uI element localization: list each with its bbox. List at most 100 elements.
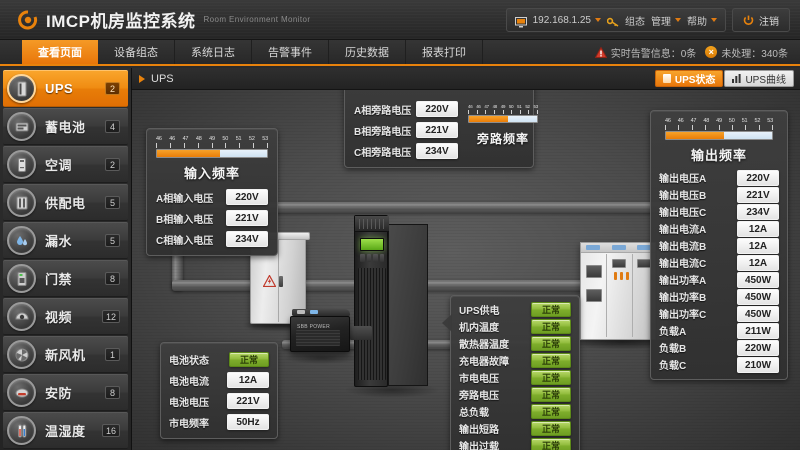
gauge-bar bbox=[468, 115, 538, 123]
tab-device-config[interactable]: 设备组态 bbox=[98, 40, 175, 64]
output-row-11: 负载C 210W bbox=[659, 356, 779, 373]
ups-status-button[interactable]: UPS状态 bbox=[654, 70, 724, 87]
status-row-8-value: 正常 bbox=[531, 438, 571, 450]
gauge-tick-labels: 46 46 47 48 49 50 51 52 53 bbox=[156, 136, 268, 142]
tick-label: 46 bbox=[665, 118, 671, 124]
output-row-2-value: 234V bbox=[737, 203, 779, 220]
sidebar-item-air-conditioner-count: 2 bbox=[105, 158, 120, 171]
status-row-6-value: 正常 bbox=[531, 404, 571, 419]
bar-chart-icon bbox=[732, 74, 742, 83]
output-row-0-label: 输出电压A bbox=[659, 174, 707, 185]
tick-label: 48 bbox=[492, 104, 498, 109]
realtime-alarm-chip[interactable]: 实时告警信息：0条 bbox=[594, 45, 696, 60]
sidebar-item-air-conditioner[interactable]: 空调 2 bbox=[3, 146, 128, 183]
sidebar-item-battery-label: 蓄电池 bbox=[45, 120, 86, 135]
output-row-3-label: 输出电流A bbox=[659, 225, 707, 236]
battery-terminal-negative bbox=[310, 310, 318, 314]
output-frequency-title: 输出频率 bbox=[690, 148, 747, 163]
input-frequency-title: 输入频率 bbox=[183, 166, 240, 181]
bypass-row-c-value: 234V bbox=[416, 143, 458, 159]
input-row-b: B相输入电压 221V bbox=[156, 209, 268, 227]
tick-label: 46 bbox=[468, 104, 473, 109]
sidebar-item-fan-count: 1 bbox=[105, 348, 120, 361]
logo: IMCP机房监控系统 Room Environment Monitor bbox=[18, 7, 310, 32]
close-circle-icon: × bbox=[705, 46, 718, 58]
output-row-10: 负载B 220W bbox=[659, 339, 779, 356]
sidebar-item-access-control[interactable]: 门禁 8 bbox=[3, 260, 128, 297]
chevron-down-icon bbox=[595, 18, 601, 22]
ups-curve-button[interactable]: UPS曲线 bbox=[724, 70, 794, 87]
switchgear-body bbox=[580, 242, 656, 340]
header-toolbar: 192.168.1.25 组态 管理 bbox=[505, 8, 790, 32]
sidebar-item-video[interactable]: 视频 12 bbox=[3, 298, 128, 335]
tick-label: 48 bbox=[703, 118, 710, 124]
tick-label: 53 bbox=[262, 136, 268, 142]
output-row-7-label: 输出功率B bbox=[659, 293, 707, 304]
tab-alarm-events[interactable]: 告警事件 bbox=[252, 40, 329, 64]
manage-menu[interactable]: 管理 bbox=[651, 13, 681, 28]
tick-label: 50 bbox=[222, 136, 229, 142]
config-menu[interactable]: 组态 bbox=[625, 13, 645, 28]
sidebar-item-access-control-count: 8 bbox=[105, 272, 120, 285]
ups-front-panel bbox=[354, 215, 389, 387]
tab-system-log[interactable]: 系统日志 bbox=[175, 40, 252, 64]
status-row-4: 市电电压 正常 bbox=[459, 370, 571, 385]
sidebar-item-battery[interactable]: 蓄电池 4 bbox=[3, 108, 128, 145]
sidebar-item-security[interactable]: 安防 8 bbox=[3, 374, 128, 411]
ip-address-menu[interactable]: 192.168.1.25 bbox=[533, 15, 601, 26]
switchgear-divider-1 bbox=[606, 254, 607, 337]
battery-shadow bbox=[284, 352, 360, 364]
switchgear-switch-2 bbox=[620, 272, 623, 280]
logout-button[interactable]: 注销 bbox=[732, 8, 790, 32]
header-menu-group: 192.168.1.25 组态 管理 bbox=[505, 8, 726, 32]
output-row-9-label: 负载A bbox=[659, 327, 687, 338]
tab-report-print[interactable]: 报表打印 bbox=[406, 40, 483, 64]
output-row-9-value: 211W bbox=[737, 322, 779, 339]
security-icon bbox=[7, 378, 36, 407]
tab-view-page[interactable]: 查看页面 bbox=[22, 40, 98, 64]
battery-row-1: 电池电流 12A bbox=[169, 371, 269, 389]
sidebar-item-battery-count: 4 bbox=[105, 120, 120, 133]
output-row-2: 输出电压C 234V bbox=[659, 203, 779, 220]
sidebar-item-ups[interactable]: UPS 2 bbox=[3, 70, 128, 107]
output-row-5-value: 12A bbox=[737, 254, 779, 271]
sidebar-item-fan[interactable]: 新风机 1 bbox=[3, 336, 128, 373]
sidebar-item-power-distribution[interactable]: 供配电 5 bbox=[3, 184, 128, 221]
status-row-6: 总负载 正常 bbox=[459, 404, 571, 419]
output-row-9: 负载A 211W bbox=[659, 322, 779, 339]
status-row-2-label: 散热器温度 bbox=[459, 340, 509, 351]
fan-icon bbox=[7, 340, 36, 369]
content-area: UPS UPS状态 UPS曲线 bbox=[132, 68, 800, 450]
output-row-3: 输出电流A 12A bbox=[659, 220, 779, 237]
tick-label: 51 bbox=[741, 118, 748, 124]
access-control-icon bbox=[7, 264, 36, 293]
ups-curve-button-label: UPS曲线 bbox=[745, 75, 786, 86]
bypass-row-c-label: C相旁路电压 bbox=[354, 147, 412, 159]
battery-icon bbox=[7, 112, 36, 141]
tick-label: 46 bbox=[169, 136, 175, 142]
sidebar-item-temperature-humidity[interactable]: 温湿度 16 bbox=[3, 412, 128, 449]
ups-diagram-stage: SBB POWER bbox=[132, 90, 800, 450]
input-frequency-gauge: 46 46 47 48 49 50 51 52 53 bbox=[156, 136, 268, 182]
battery-row-2: 电池电压 221V bbox=[169, 392, 269, 410]
bypass-frequency-title: 旁路频率 bbox=[476, 132, 529, 146]
gauge-fill bbox=[469, 116, 509, 122]
breadcrumb: UPS bbox=[151, 72, 174, 85]
output-row-8-label: 输出功率C bbox=[659, 310, 707, 321]
gauge-tick-labels: 46 46 47 48 49 50 51 52 53 bbox=[665, 118, 773, 124]
sidebar-item-water-leak[interactable]: 漏水 5 bbox=[3, 222, 128, 259]
help-menu[interactable]: 帮助 bbox=[687, 13, 717, 28]
battery-row-0: 电池状态 正常 bbox=[169, 350, 269, 368]
switchgear-switch-1 bbox=[614, 272, 617, 280]
tick-label: 50 bbox=[728, 118, 735, 124]
input-row-a: A相输入电压 220V bbox=[156, 188, 268, 206]
switchgear-meter-1 bbox=[586, 265, 602, 278]
brand-logo-icon bbox=[18, 9, 38, 30]
arrow-right-icon bbox=[139, 74, 145, 83]
tab-history-data[interactable]: 历史数据 bbox=[329, 40, 406, 64]
bypass-row-b-value: 221V bbox=[416, 122, 458, 138]
unhandled-alarm-chip[interactable]: × 未处理：340条 bbox=[705, 45, 788, 60]
tab-alarm-events-label: 告警事件 bbox=[268, 47, 312, 59]
status-row-1: 机内温度 正常 bbox=[459, 319, 571, 334]
output-row-3-value: 12A bbox=[737, 220, 779, 237]
